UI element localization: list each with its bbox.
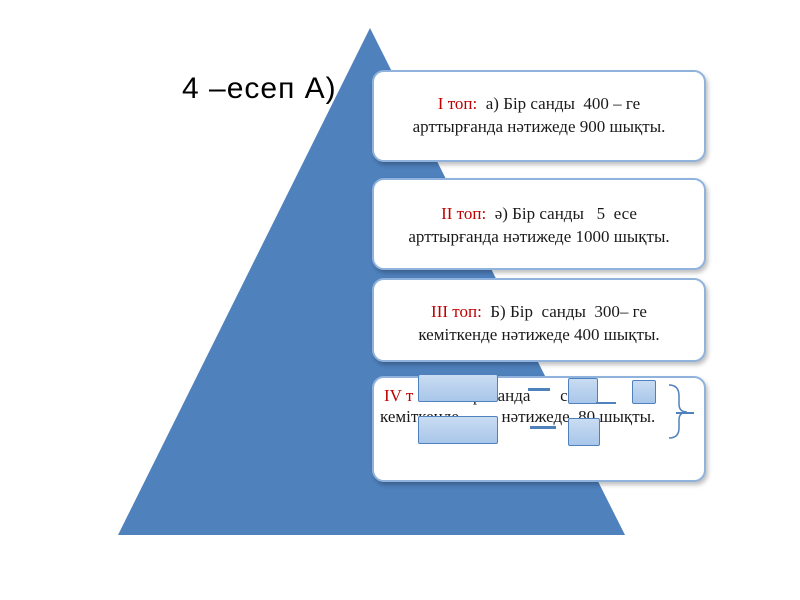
group-1-card: I топ: а) Бір санды 400 – ге арттырғанда…	[372, 70, 706, 162]
group-label: IV т	[384, 386, 414, 405]
answer-box-2[interactable]	[418, 416, 498, 444]
task-text-line2: кеміткенде нәтижеде 80 шықты.	[380, 407, 656, 426]
answer-box-1[interactable]	[418, 374, 498, 402]
group-2-card: II топ: ә) Бір санды 5 есе арттырғанда н…	[372, 178, 706, 270]
minus-sign[interactable]	[528, 388, 550, 391]
answer-box-3[interactable]	[568, 378, 598, 404]
curly-bracket-icon	[668, 384, 688, 439]
minus-sign[interactable]	[596, 402, 616, 404]
answer-box-4[interactable]	[632, 380, 656, 404]
task-text-line1: а) Бір санды 400 – ге	[477, 94, 641, 113]
task-text-line2: кеміткенде нәтижеде 400 шықты.	[418, 325, 660, 344]
group-label: I топ:	[437, 94, 478, 113]
minus-sign[interactable]	[530, 426, 556, 429]
task-text-line1: ә) Бір санды 5 есе	[486, 204, 637, 223]
answer-box-5[interactable]	[568, 418, 600, 446]
page-title: 4 –есеп А)	[182, 72, 337, 105]
task-text-line2: арттырғанда нәтижеде 900 шықты.	[412, 117, 666, 136]
group-label: III топ:	[431, 302, 482, 321]
group-label: II топ:	[441, 204, 487, 223]
group-3-card: III топ: Б) Бір санды 300– ге кеміткенде…	[372, 278, 706, 362]
task-text-line2: арттырғанда нәтижеде 1000 шықты.	[408, 227, 670, 246]
task-text-line1: Б) Бір санды 300– ге	[481, 302, 647, 321]
minus-sign[interactable]	[676, 412, 694, 414]
